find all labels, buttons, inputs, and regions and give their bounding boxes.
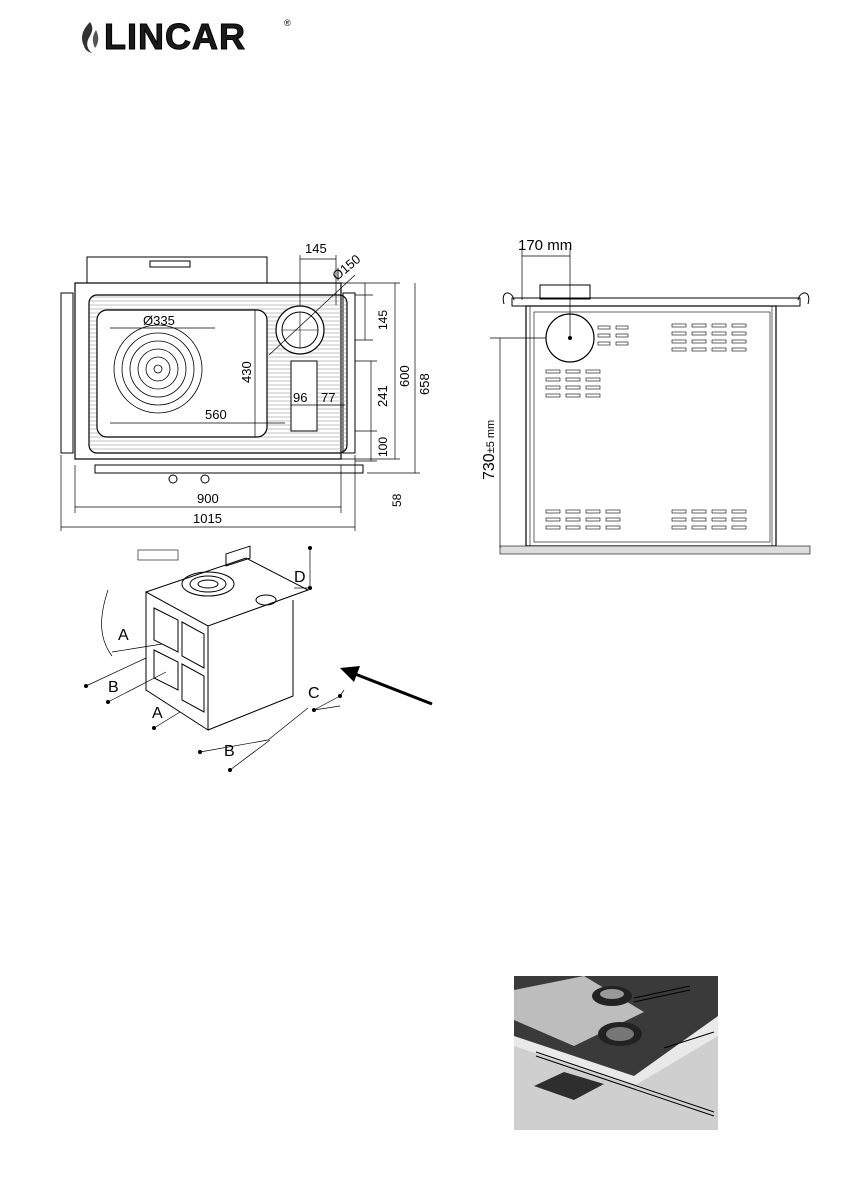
dim-600: 600	[397, 365, 412, 387]
brand-name: LINCAR	[104, 16, 246, 58]
clearance-b-bottom: B	[224, 743, 235, 760]
dim-diameter-335: Ø335	[143, 313, 175, 328]
clearance-c-right: C	[308, 685, 320, 702]
clearance-d-top: D	[294, 569, 306, 586]
dim-1015: 1015	[193, 511, 222, 526]
brand-logo: LINCAR ®	[76, 16, 296, 56]
flame-icon	[76, 20, 102, 54]
dim-560: 560	[205, 407, 227, 422]
top-view-drawing: 145 Ø150 Ø335 145 430 96 77 241 560 100 …	[55, 235, 435, 535]
arrow-icon	[340, 666, 360, 682]
clearance-a-bottom: A	[152, 705, 163, 722]
clearance-a-top: A	[118, 627, 129, 644]
clearance-b-left: B	[108, 679, 119, 696]
dim-77: 77	[321, 390, 335, 405]
dim-145-right: 145	[376, 310, 390, 330]
flue-install-photo	[514, 976, 718, 1130]
dim-900: 900	[197, 491, 219, 506]
clearance-diagram: A B A B C D	[78, 540, 448, 780]
dim-730: 730±5mm	[481, 420, 498, 480]
dim-diameter-150: Ø150	[329, 251, 363, 283]
registered-mark: ®	[284, 18, 291, 28]
dim-58: 58	[390, 493, 404, 507]
dim-241: 241	[375, 385, 390, 407]
rear-view-drawing: 170 mm 730±5mm	[470, 230, 830, 570]
dim-145-top: 145	[305, 241, 327, 256]
dim-430: 430	[239, 361, 254, 383]
dim-100: 100	[376, 437, 390, 457]
dim-96: 96	[293, 390, 307, 405]
dim-170mm: 170 mm	[518, 237, 572, 254]
dim-658: 658	[417, 373, 432, 395]
